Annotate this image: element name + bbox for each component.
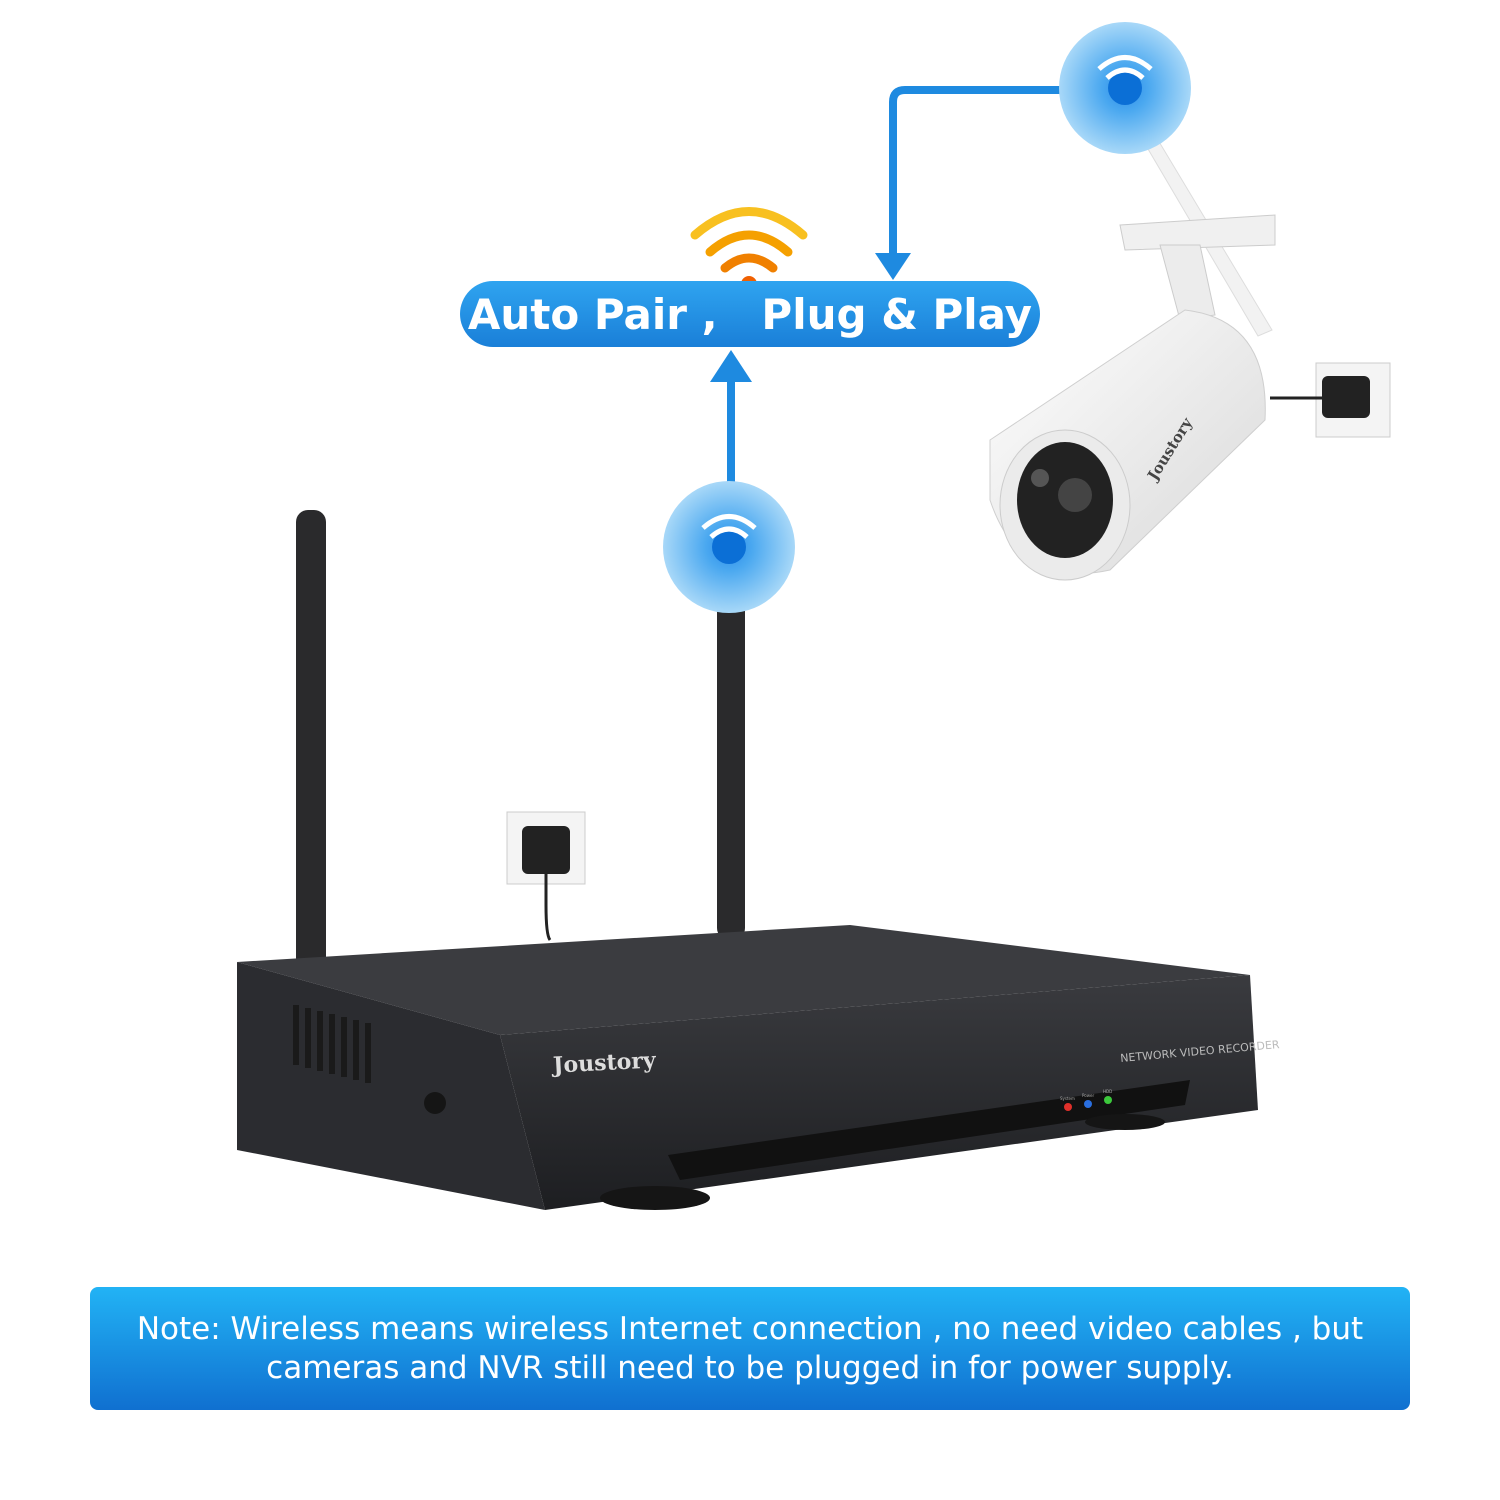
led-power (1084, 1100, 1092, 1108)
note-banner: Note: Wireless means wireless Internet c… (90, 1287, 1410, 1410)
note-line-1: Note: Wireless means wireless Internet c… (136, 1310, 1364, 1347)
led-hdd (1104, 1096, 1112, 1104)
power-outlet-icon (506, 811, 586, 941)
arrow-down-icon (875, 253, 911, 280)
led-label-hdd: HDD (1103, 1089, 1113, 1094)
wifi-signal-icon (663, 481, 795, 613)
camera-illustration (989, 214, 1276, 581)
nvr-brand-logo: Joustory (552, 1047, 657, 1079)
power-outlet-icon (1270, 362, 1391, 438)
nvr-antenna-right (717, 560, 745, 940)
arrow-up-icon (710, 350, 752, 382)
led-label-power: Power (1082, 1093, 1095, 1098)
note-line-2: cameras and NVR still need to be plugged… (266, 1349, 1234, 1386)
nvr-illustration (237, 925, 1258, 1210)
headline-banner: Auto Pair , Plug & Play (460, 281, 1040, 347)
nvr-antenna-left (296, 510, 326, 970)
wifi-signal-icon (1059, 22, 1191, 154)
led-system (1064, 1103, 1072, 1111)
headline-text: Auto Pair , Plug & Play (467, 289, 1033, 339)
led-label-system: System (1060, 1096, 1075, 1101)
wifi-orange-icon (690, 207, 808, 292)
